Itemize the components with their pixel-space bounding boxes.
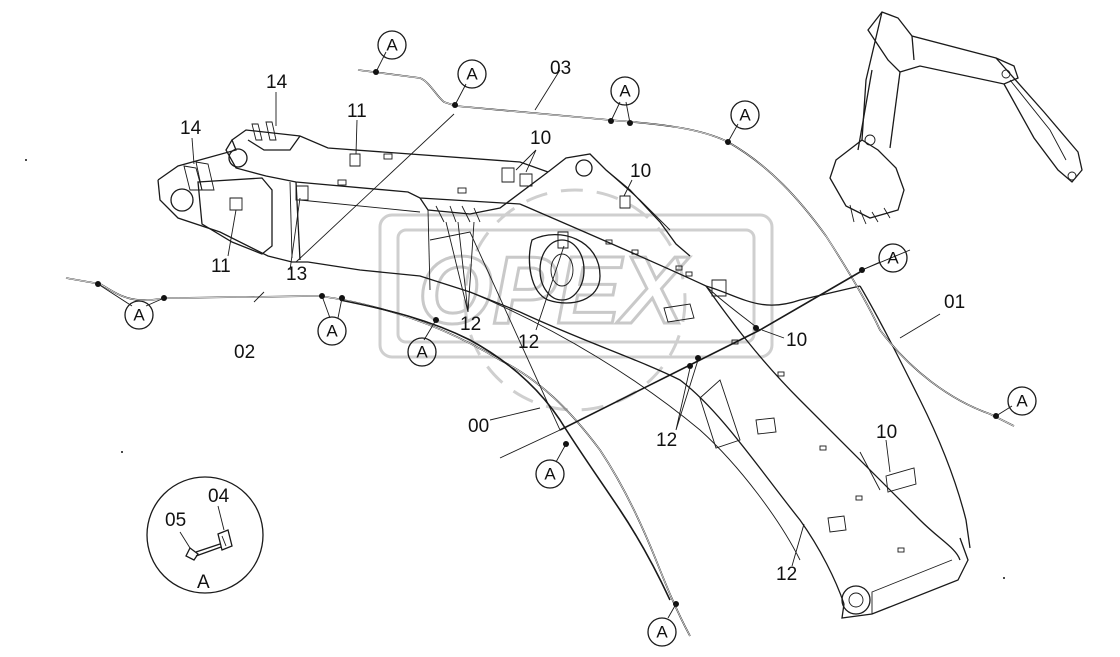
- callout-a-group: A A A A A A A A A A A: [124, 30, 1037, 647]
- svg-text:A: A: [887, 249, 899, 268]
- callout-a: A: [730, 100, 760, 130]
- callout-leaders: [97, 51, 1013, 619]
- svg-text:A: A: [133, 306, 145, 325]
- part-label-01: 01: [944, 292, 965, 313]
- svg-text:A: A: [416, 343, 428, 362]
- callout-a: A: [1007, 386, 1037, 416]
- callout-a: A: [878, 243, 908, 273]
- svg-text:A: A: [466, 65, 478, 84]
- part-label-12: 12: [776, 564, 797, 585]
- watermark: OPEX: [378, 188, 774, 412]
- svg-text:A: A: [619, 82, 631, 101]
- part-label-02: 02: [234, 342, 255, 363]
- callout-a: A: [124, 300, 154, 330]
- part-label-14: 14: [266, 72, 288, 93]
- part-label-14: 14: [180, 118, 202, 139]
- part-label-12: 12: [518, 332, 539, 353]
- callout-a: A: [647, 617, 677, 647]
- excavator-icon: [829, 11, 1083, 225]
- svg-text:A: A: [1016, 392, 1028, 411]
- hose-00: [339, 299, 671, 601]
- part-label-10: 10: [876, 422, 897, 443]
- svg-text:A: A: [739, 106, 751, 125]
- part-label-11: 11: [347, 101, 367, 122]
- part-label-00: 00: [468, 416, 489, 437]
- part-label-03: 03: [550, 58, 571, 79]
- part-label-12: 12: [656, 430, 677, 451]
- callout-a: A: [610, 76, 640, 106]
- part-labels: 03 01 02 00 14 14 11 11 13 10 10 10 10 1…: [180, 58, 965, 585]
- hoses: [65, 69, 1015, 637]
- callout-a: A: [317, 316, 347, 346]
- part-label-11: 11: [211, 256, 231, 277]
- callout-a: A: [457, 59, 487, 89]
- part-label-05: 05: [165, 510, 186, 531]
- watermark-text: OPEX: [418, 237, 690, 344]
- boom-structure: [157, 121, 971, 619]
- part-leaders: [191, 69, 941, 567]
- part-label-10: 10: [630, 161, 651, 182]
- part-label-10: 10: [530, 128, 551, 149]
- part-label-04: 04: [208, 486, 230, 507]
- callout-a: A: [535, 459, 565, 489]
- svg-text:A: A: [656, 623, 668, 642]
- callout-a: A: [377, 30, 407, 60]
- part-label-12: 12: [460, 314, 481, 335]
- svg-text:A: A: [326, 322, 338, 341]
- callout-a: A: [407, 337, 437, 367]
- part-label-13: 13: [286, 264, 307, 285]
- hose-03: [357, 69, 1015, 427]
- svg-text:A: A: [386, 36, 398, 55]
- hose-02: [65, 277, 691, 637]
- part-label-10: 10: [786, 330, 807, 351]
- svg-text:A: A: [544, 465, 556, 484]
- detail-a-label: A: [197, 572, 210, 593]
- detail-a-inset: 04 05 A: [146, 476, 264, 594]
